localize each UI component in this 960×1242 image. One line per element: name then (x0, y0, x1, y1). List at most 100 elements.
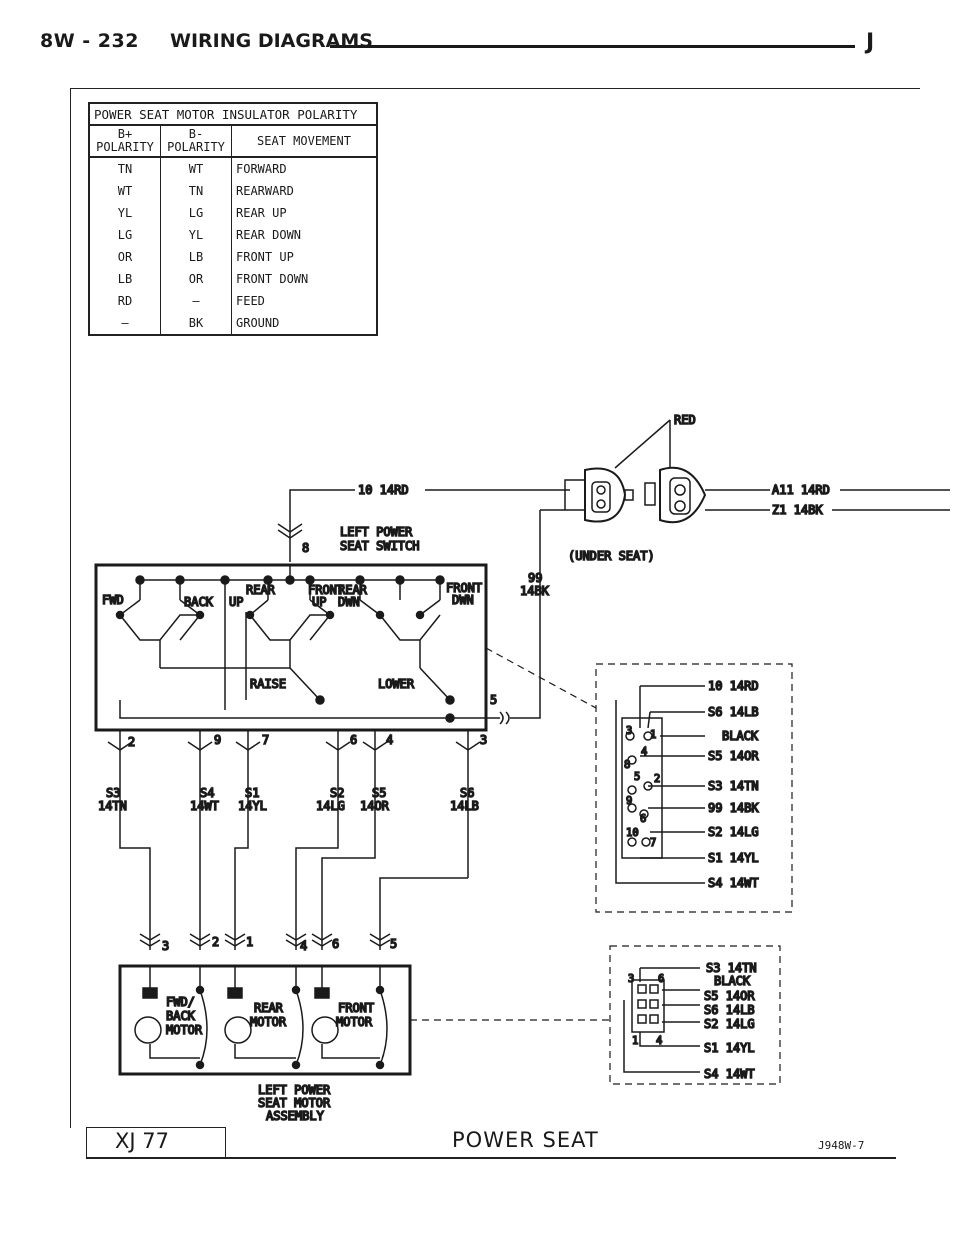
b-minus-cell: TN (160, 180, 232, 202)
wire-s4: S4 (200, 786, 214, 800)
switch-label-raise: RAISE (250, 677, 286, 691)
c2-pin-3: 3 (628, 973, 634, 985)
movement-cell: FORWARD (236, 162, 287, 176)
wire-s4-color: 14WT (190, 799, 219, 813)
wire-s5: S5 (372, 786, 386, 800)
c1-wire-7: S2 14LG (708, 825, 759, 839)
pin-9: 9 (214, 733, 221, 747)
pin-6: 6 (350, 733, 357, 747)
b-plus-cell: WT (89, 180, 161, 202)
label-14bk: 14BK (520, 584, 550, 598)
c2-wire-1: S3 14TN (706, 961, 757, 975)
c1-pin-4: 4 (641, 746, 647, 758)
under-seat-connector-left (540, 467, 634, 523)
c1-wire-5: S3 14TN (708, 779, 759, 793)
c1-wire-2: S6 14LB (708, 705, 759, 719)
col-b-plus: B+ POLARITY (89, 125, 161, 158)
seat-switch-box (94, 563, 488, 732)
motor-internal-wiring (134, 966, 388, 1070)
c1-wire-4: S5 14OR (708, 749, 759, 763)
c1-pin-9: 9 (626, 795, 632, 807)
page-number: 8W - 232 (40, 30, 139, 52)
connector-detail-1 (615, 685, 705, 884)
c1-wire-1: 10 14RD (708, 679, 759, 693)
movement-cell: FEED (236, 294, 265, 308)
b-minus-cell: LB (160, 246, 232, 268)
switch-label-rear-up-2: UP (229, 595, 243, 609)
under-seat-connector-right (644, 466, 950, 524)
b-plus-cell: RD (89, 290, 161, 312)
switch-label-rear-dwn-2: DWN (338, 595, 360, 609)
pin-2: 2 (128, 735, 135, 749)
b-minus-cell: OR (160, 268, 232, 290)
c1-wire-9: S4 14WT (708, 876, 759, 890)
wire-s6: S6 (460, 786, 474, 800)
c2-wire-2: BLACK (714, 974, 751, 988)
c1-wire-8: S1 14YL (708, 851, 759, 865)
c1-pin-6: 6 (640, 813, 646, 825)
polarity-row: RD—FEED (89, 290, 377, 312)
movement-cell: FRONT UP (236, 250, 294, 264)
pin-4: 4 (386, 733, 393, 747)
polarity-table-title: POWER SEAT MOTOR INSULATOR POLARITY (89, 103, 377, 126)
c1-pin-5: 5 (634, 771, 640, 783)
pin-5-connector (486, 711, 510, 725)
b-plus-cell: YL (89, 202, 161, 224)
c1-wire-3: BLACK (722, 729, 759, 743)
ground-wire (510, 510, 541, 719)
switch-label-front-dwn-2: DWN (452, 593, 474, 607)
motor-harness-wires (119, 838, 468, 950)
switch-title-1: LEFT POWER (340, 525, 413, 539)
connector-detail-2 (623, 967, 700, 1073)
c1-pin-7: 7 (650, 837, 656, 849)
wire-s1: S1 (245, 786, 259, 800)
wire-s1-color: 14YL (238, 799, 267, 813)
c2-wire-3: S5 14OR (704, 989, 755, 1003)
switch-output-pins (107, 730, 481, 878)
footer-rule (86, 1157, 896, 1159)
wire-s2-color: 14LG (316, 799, 345, 813)
b-plus-cell: TN (89, 157, 161, 180)
wire-s3-color: 14TN (98, 799, 127, 813)
motor-pin-5: 5 (390, 937, 397, 951)
movement-cell: REAR UP (236, 206, 287, 220)
c2-pin-4: 4 (656, 1035, 662, 1047)
c2-pin-6: 6 (658, 973, 664, 985)
c1-pin-1: 1 (650, 729, 656, 741)
frame-left-line (70, 88, 71, 1128)
movement-cell: GROUND (236, 316, 280, 330)
motor-pin-6: 6 (332, 937, 339, 951)
header-rule (330, 45, 855, 48)
wire-s2: S2 (330, 786, 344, 800)
motor-fwd-1: FWD/ (166, 995, 195, 1009)
motor-fwd-2: BACK (166, 1009, 196, 1023)
c1-pin-3: 3 (626, 725, 632, 737)
c2-wire-7: S4 14WT (704, 1067, 755, 1081)
col-seat-movement: SEAT MOVEMENT (231, 125, 377, 158)
switch-label-front-up-1: FRONT (308, 583, 344, 597)
b-plus-cell: OR (89, 246, 161, 268)
motor-rear-2: MOTOR (250, 1015, 287, 1029)
switch-label-front-up-2: UP (312, 595, 326, 609)
assembly-label-3: ASSEMBLY (266, 1109, 325, 1123)
motor-pin-4: 4 (300, 939, 307, 953)
switch-label-lower: LOWER (378, 677, 415, 691)
model-box (86, 1127, 226, 1158)
connector-detail-1-frame (485, 647, 793, 913)
label-red: RED (674, 413, 696, 427)
label-99: 99 (528, 571, 542, 585)
motor-fwd-3: MOTOR (166, 1023, 203, 1037)
wire-s6-color: 14LB (450, 799, 479, 813)
c2-wire-5: S2 14LG (704, 1017, 755, 1031)
switch-label-rear-up-1: REAR (246, 583, 276, 597)
motor-front-1: FRONT (338, 1001, 374, 1015)
switch-label-front-dwn-1: FRONT (446, 581, 482, 595)
assembly-label-1: LEFT POWER (258, 1083, 331, 1097)
c2-pin-1: 1 (632, 1035, 638, 1047)
